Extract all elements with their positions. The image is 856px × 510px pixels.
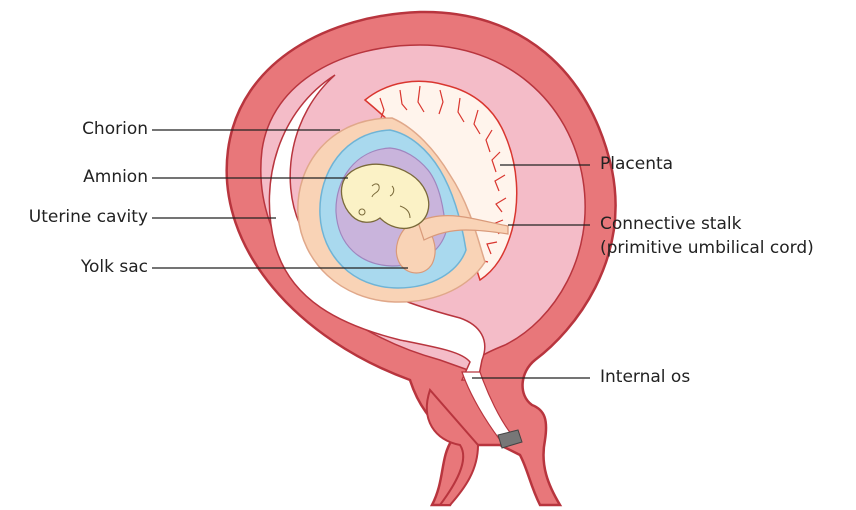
label-internal-os: Internal os bbox=[600, 367, 690, 387]
label-amnion: Amnion bbox=[83, 167, 148, 187]
label-chorion: Chorion bbox=[82, 119, 148, 139]
label-connective-stalk-sub: (primitive umbilical cord) bbox=[600, 238, 814, 258]
label-placenta: Placenta bbox=[600, 154, 673, 174]
label-connective-stalk: Connective stalk bbox=[600, 214, 741, 234]
label-uterine-cavity: Uterine cavity bbox=[29, 207, 148, 227]
label-yolk-sac: Yolk sac bbox=[81, 257, 148, 277]
